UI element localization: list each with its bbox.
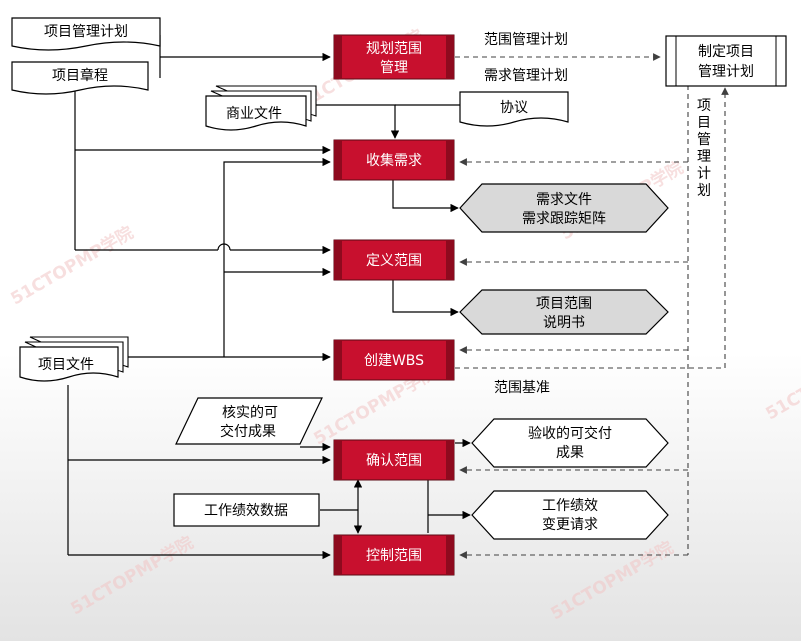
output-label: 需求文件: [536, 192, 592, 208]
input-label: 项目章程: [52, 67, 108, 84]
req-mgmt-plan-label: 需求管理计划: [484, 68, 568, 84]
output-label: 说明书: [543, 315, 585, 331]
watermarks: 51CTOPMP学院 51CTOPMP学院 51CTOPMP学院 51CTOPM…: [7, 25, 801, 624]
watermark: 51CTOPMP学院: [7, 222, 137, 309]
process-create-wbs[interactable]: 创建WBS: [333, 339, 455, 381]
process-plan-scope[interactable]: 规划范围 管理: [333, 34, 455, 80]
input-project-docs: 项目文件: [19, 336, 129, 382]
pm-plan-vertical-label: 项目管理计划: [697, 98, 711, 199]
solid-connectors: [67, 35, 471, 560]
develop-pm-plan-label: 管理计划: [698, 64, 754, 80]
output-label: 项目范围: [536, 295, 592, 312]
watermark: 51CTOPMP学院: [547, 537, 677, 624]
output-label: 变更请求: [542, 517, 598, 533]
watermark: 51CTOPMP学院: [67, 532, 197, 619]
process-label: 创建WBS: [364, 353, 424, 369]
input-business-docs: 商业文件: [205, 85, 317, 131]
process-control-scope[interactable]: 控制范围: [333, 534, 455, 576]
scope-mgmt-plan-label: 范围管理计划: [484, 31, 568, 48]
process-label: 定义范围: [366, 252, 422, 269]
input-verified-deliverables: 核实的可 交付成果: [175, 397, 323, 445]
pm-plan-vertical-char: 划: [697, 183, 711, 199]
input-project-charter: 项目章程: [11, 61, 149, 95]
input-label: 交付成果: [220, 423, 276, 440]
develop-pm-plan-box[interactable]: 制定项目 管理计划: [665, 35, 787, 87]
output-label: 工作绩效: [542, 498, 598, 514]
process-label: 规划范围: [366, 40, 422, 57]
input-project-mgmt-plan: 项目管理计划: [11, 17, 161, 51]
output-label: 验收的可交付: [528, 425, 612, 442]
output-work-perf-info: 工作绩效 变更请求: [471, 490, 669, 540]
dashed-connectors: [455, 53, 729, 559]
input-label: 核实的可: [222, 405, 278, 421]
pm-plan-vertical-char: 理: [697, 149, 711, 165]
process-label: 控制范围: [366, 547, 422, 564]
pm-plan-vertical-char: 计: [697, 166, 711, 182]
process-label: 管理: [380, 60, 408, 76]
process-collect-reqs[interactable]: 收集需求: [333, 139, 455, 181]
pm-plan-vertical-char: 目: [697, 115, 711, 131]
process-define-scope[interactable]: 定义范围: [333, 239, 455, 281]
input-label: 项目管理计划: [44, 24, 128, 40]
output-accepted-deliverables: 验收的可交付 成果: [471, 418, 669, 468]
input-label: 项目文件: [38, 357, 94, 373]
input-agreements: 协议: [459, 91, 569, 127]
process-label: 确认范围: [366, 452, 422, 469]
input-label: 商业文件: [226, 106, 282, 122]
input-work-perf-data: 工作绩效数据: [173, 493, 320, 527]
output-scope-statement: 项目范围 说明书: [459, 289, 669, 335]
input-label: 工作绩效数据: [204, 503, 288, 519]
pm-plan-vertical-char: 管: [697, 132, 711, 148]
process-label: 收集需求: [366, 152, 422, 169]
develop-pm-plan-label: 制定项目: [698, 44, 754, 60]
scope-baseline-label: 范围基准: [494, 379, 550, 396]
watermark: 51CTOPMP学院: [762, 337, 801, 424]
pm-plan-vertical-char: 项: [697, 98, 711, 114]
output-label: 成果: [556, 445, 584, 461]
input-label: 协议: [500, 100, 528, 116]
process-validate-scope[interactable]: 确认范围: [333, 439, 455, 481]
output-req-docs: 需求文件 需求跟踪矩阵: [459, 183, 669, 233]
output-label: 需求跟踪矩阵: [522, 211, 606, 227]
